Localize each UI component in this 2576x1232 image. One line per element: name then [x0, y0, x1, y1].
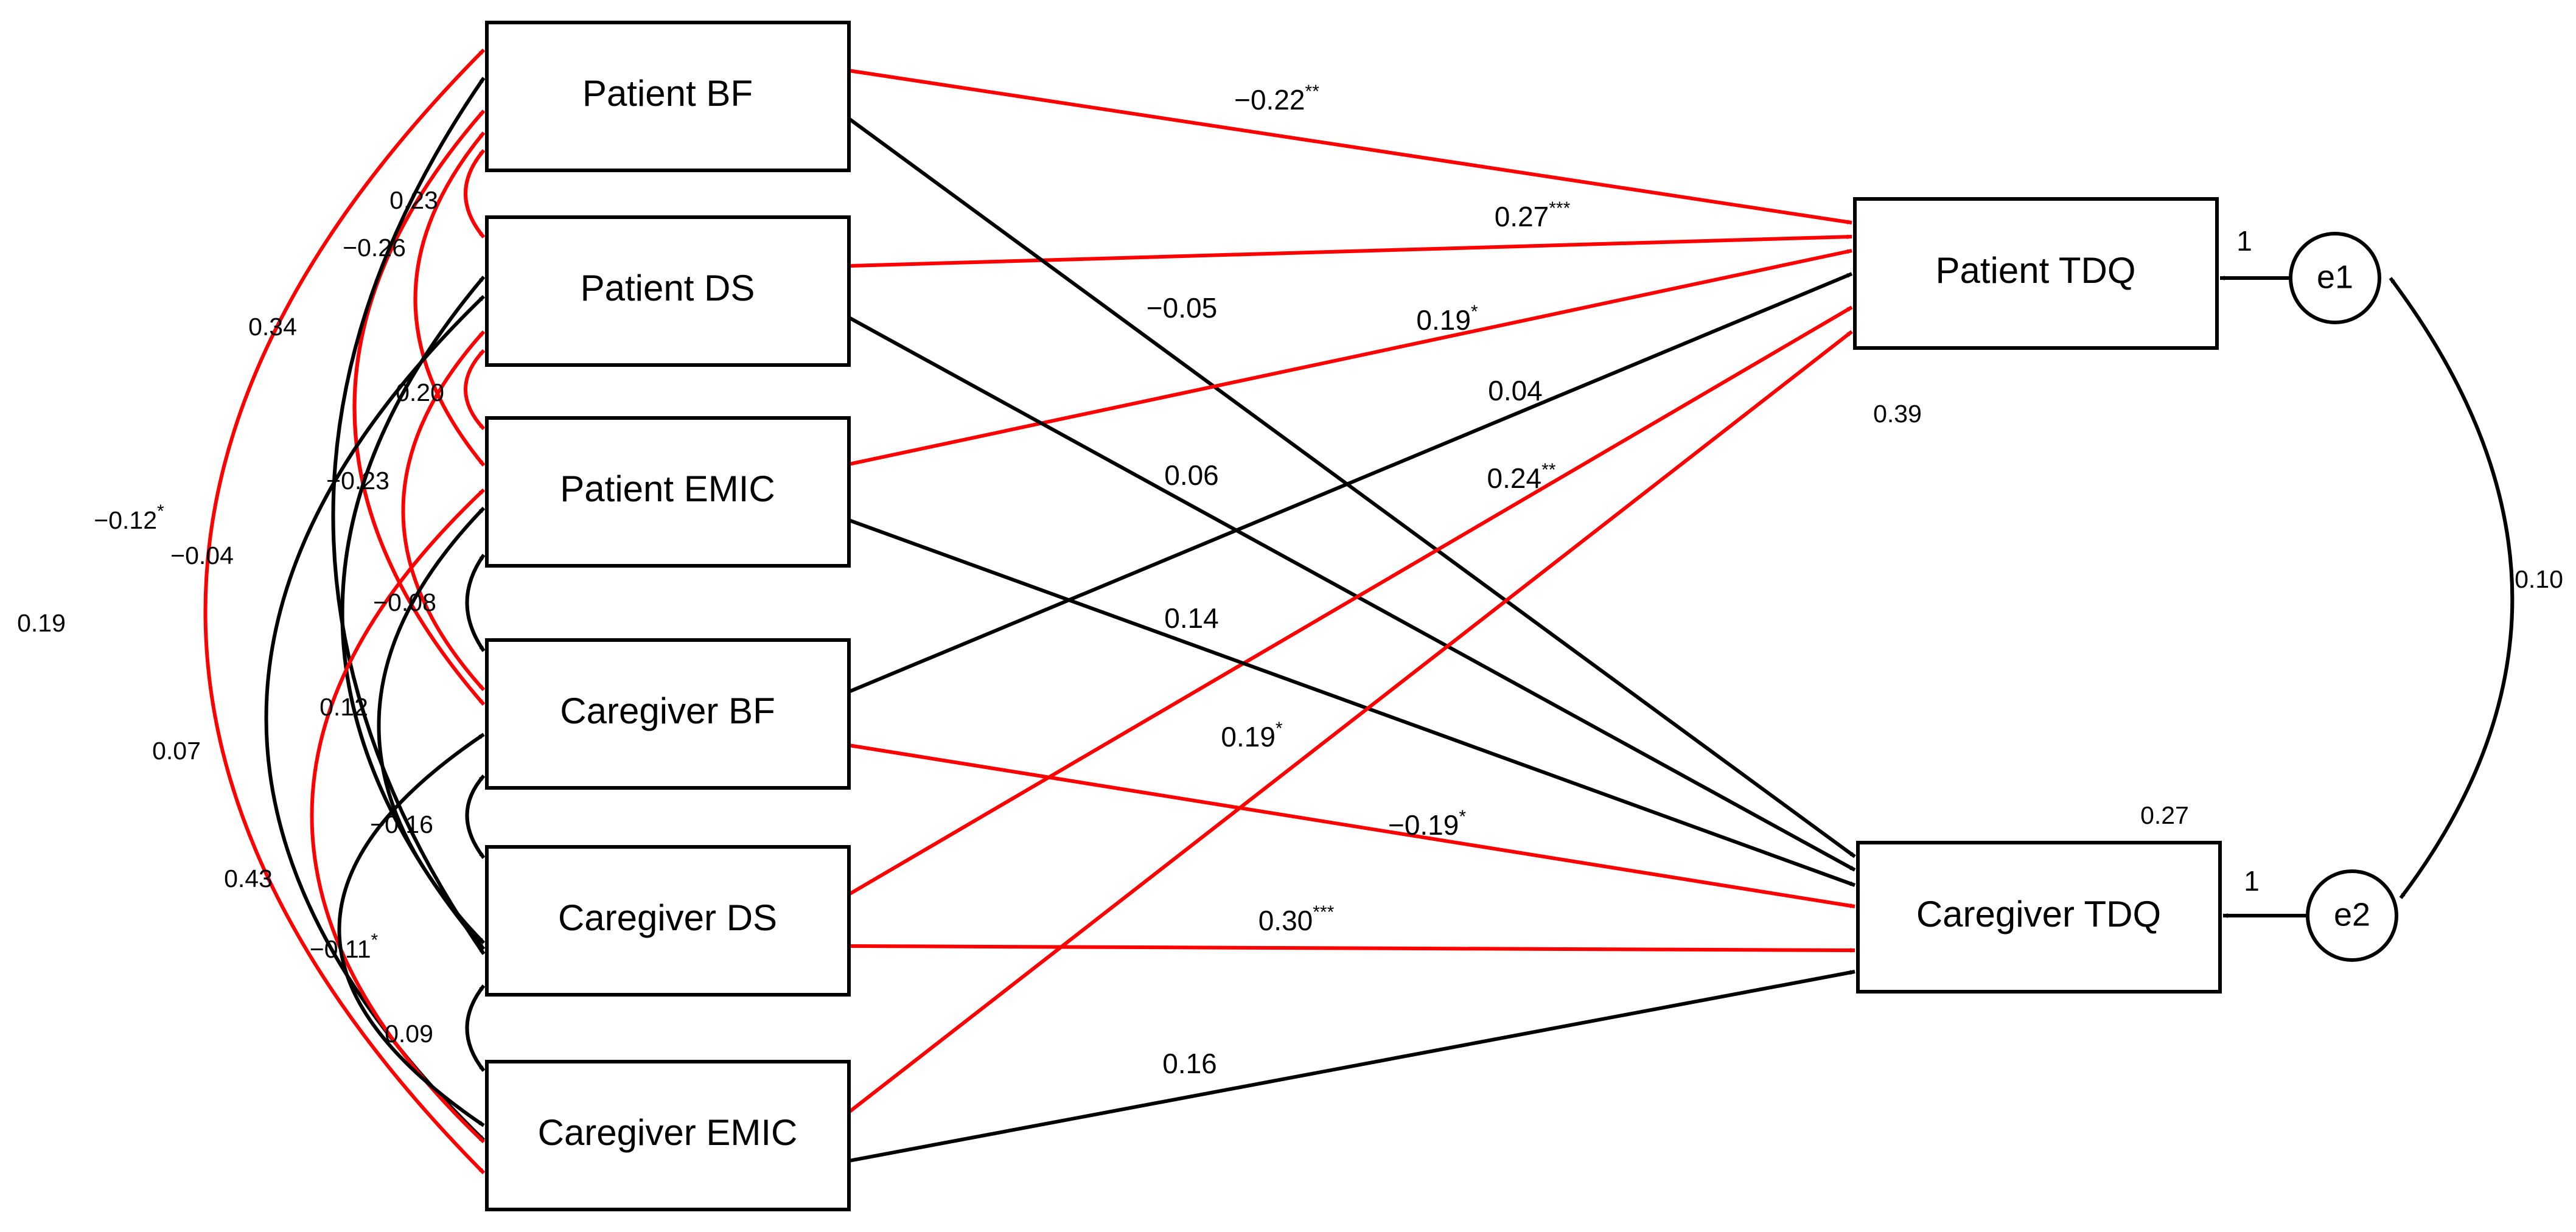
node-caregiver-tdq: Caregiver TDQ	[1856, 841, 2222, 994]
covariance-arrow-cbf-cds	[465, 774, 486, 859]
path-coefficient-pemic-ptdq: 0.19*	[1416, 302, 1478, 336]
covariance-arrow-e1-e2	[2389, 277, 2515, 899]
error-loading-e2-ctdq: 1	[2244, 865, 2260, 897]
covariance-value-pbf-cemic: 0.19	[17, 609, 66, 637]
path-arrow-cemic-ptdq	[848, 330, 1853, 1114]
covariance-value-pbf-pemic: −0.26	[343, 234, 406, 262]
covariance-arrow-pbf-pemic	[413, 131, 486, 467]
node-label: e1	[2317, 259, 2353, 295]
covariance-arrow-pds-pemic	[464, 349, 486, 431]
covariance-value-pemic-cbf: −0.08	[373, 588, 436, 616]
path-coefficient-cemic-ptdq: 0.19*	[1221, 719, 1283, 753]
covariance-arrow-cds-cemic	[465, 984, 486, 1072]
node-label: e2	[2334, 896, 2370, 933]
covariance-value-pds-cemic: 0.07	[152, 737, 201, 765]
node-patient-bf: Patient BF	[485, 21, 851, 172]
node-patient-emic: Patient EMIC	[485, 416, 851, 568]
covariance-value-e1-e2: 0.10	[2515, 565, 2563, 593]
covariance-value-cbf-cds: −0.16	[370, 810, 433, 838]
covariance-value-cbf-cemic: −0.11*	[310, 930, 379, 963]
node-caregiver-ds: Caregiver DS	[485, 845, 851, 997]
covariance-arrow-pds-cbf	[401, 330, 486, 692]
covariance-value-pemic-cemic: 0.43	[224, 865, 273, 893]
node-label: Patient DS	[581, 268, 755, 308]
covariance-value-pemic-cds: 0.12	[319, 693, 368, 721]
path-arrow-pds-ctdq	[848, 316, 1856, 872]
path-arrow-cbf-ptdq	[848, 272, 1853, 694]
node-caregiver-emic: Caregiver EMIC	[485, 1060, 851, 1211]
covariance-arrow-pds-cemic	[264, 294, 486, 1142]
node-label: Caregiver DS	[558, 897, 777, 938]
path-coefficient-pbf-ctdq: −0.05	[1147, 292, 1217, 324]
node-label: Caregiver TDQ	[1916, 894, 2161, 934]
path-coefficient-cbf-ptdq: 0.04	[1488, 375, 1543, 406]
covariance-value-pbf-cds: −0.12*	[94, 501, 164, 534]
path-arrow-cds-ptdq	[848, 305, 1853, 896]
path-coefficient-pbf-ptdq: −0.22**	[1234, 82, 1319, 116]
node-patient-ds: Patient DS	[485, 215, 851, 367]
covariance-arrow-pbf-cemic	[203, 48, 486, 1175]
covariance-value-pbf-cbf: 0.34	[248, 313, 297, 341]
path-arrow-cemic-ctdq	[848, 970, 1855, 1163]
node-label: Caregiver BF	[560, 691, 775, 731]
path-coefficient-cds-ctdq: 0.30***	[1258, 902, 1335, 936]
node-error-e1: e1	[2289, 232, 2381, 324]
covariance-arrow-pbf-cds	[331, 77, 486, 955]
covariance-arrow-pemic-cds	[377, 506, 486, 945]
edges-layer	[203, 48, 2515, 1175]
node-label: Patient TDQ	[1935, 250, 2135, 291]
nodes-layer: Patient BF Patient DS Patient EMIC Careg…	[485, 21, 2398, 1211]
node-label: Caregiver EMIC	[538, 1112, 798, 1153]
covariance-arrow-cbf-cemic	[337, 733, 485, 1127]
path-coefficient-pds-ctdq: 0.06	[1164, 459, 1219, 491]
path-arrow-pbf-ptdq	[848, 69, 1852, 224]
path-arrow-pbf-ctdq	[848, 117, 1856, 858]
error-loading-e1-ptdq: 1	[2236, 225, 2252, 257]
path-arrow-cbf-ctdq	[848, 743, 1855, 908]
covariance-arrow-pemic-cbf	[465, 554, 486, 652]
node-label: Patient BF	[582, 73, 753, 114]
covariance-value-cds-cemic: 0.09	[385, 1020, 433, 1048]
path-arrow-pemic-ctdq	[848, 518, 1856, 887]
covariance-arrow-pemic-cemic	[310, 488, 486, 1144]
path-arrow-pds-ptdq	[848, 234, 1852, 268]
covariance-arrow-pbf-cbf	[352, 110, 486, 706]
node-error-e2: e2	[2306, 869, 2398, 962]
covariance-value-pds-pemic: 0.20	[396, 378, 444, 406]
r-squared-patient-tdq: 0.39	[1873, 400, 1922, 428]
covariance-value-pds-cbf: −0.23	[326, 467, 389, 495]
r-squared-caregiver-tdq: 0.27	[2140, 801, 2189, 829]
path-arrow-cds-ctdq	[848, 944, 1855, 953]
covariance-arrow-pbf-pds	[464, 149, 486, 238]
covariance-value-pbf-pds: 0.23	[389, 186, 438, 214]
node-patient-tdq: Patient TDQ	[1853, 197, 2219, 350]
path-coefficient-cds-ptdq: 0.24**	[1487, 460, 1556, 494]
covariance-value-pds-cds: −0.04	[170, 541, 234, 569]
path-coefficient-cbf-ctdq: −0.19*	[1388, 807, 1466, 841]
node-caregiver-bf: Caregiver BF	[485, 638, 851, 790]
coefficient-labels-layer: −0.22** 0.27*** −0.05 0.19* 0.04 0.06 0.24** 0.…	[17, 82, 2563, 1079]
path-coefficient-pds-ptdq: 0.27***	[1495, 198, 1571, 232]
node-label: Patient EMIC	[560, 468, 775, 509]
path-coefficient-pemic-ctdq: 0.14	[1164, 602, 1219, 634]
path-coefficient-cemic-ctdq: 0.16	[1162, 1048, 1217, 1079]
path-arrow-pemic-ptdq	[848, 249, 1852, 466]
